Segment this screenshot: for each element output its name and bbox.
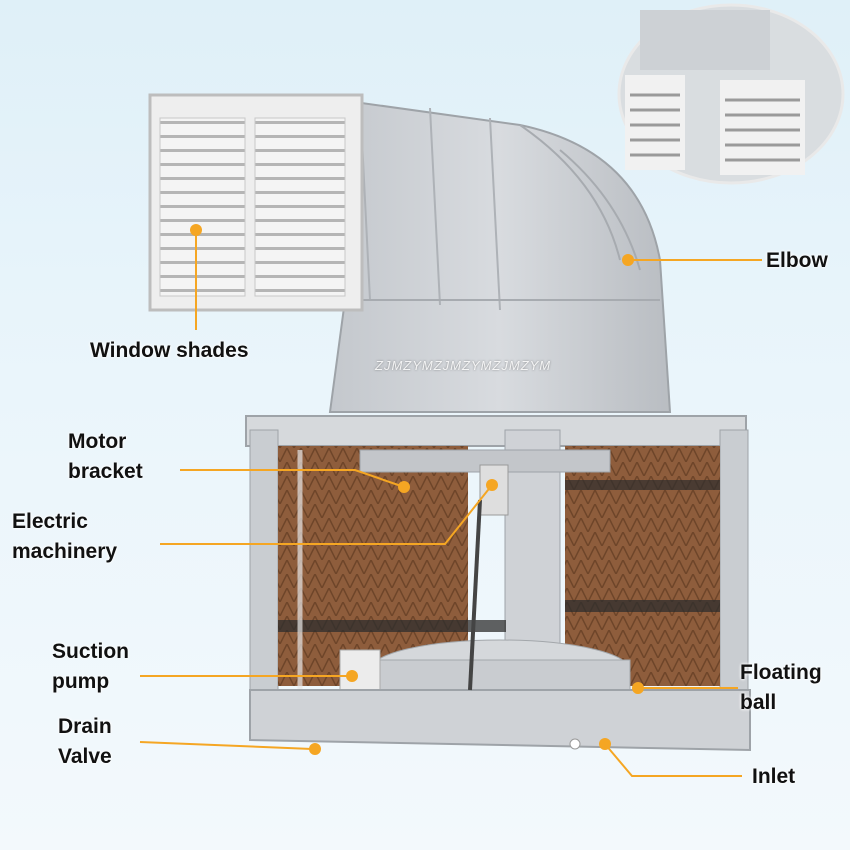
label-drain-valve: Drain Valve [58,715,112,768]
inset-detail [617,3,845,185]
label-inlet: Inlet [752,765,796,788]
callout-dot-elbow [622,254,634,266]
window-shades-grille [148,93,364,312]
callout-line-inlet [604,743,742,777]
elbow-duct [328,98,672,413]
label-motor-bracket: Motor bracket [68,430,143,483]
callout-line-motor-bracket [180,469,405,488]
callout-dot-suction-pump [346,670,358,682]
watermark-text: ZJMZYMZJMZYMZJMZYM [375,358,552,373]
label-floating-ball: Floating ball [740,661,822,714]
callout-dot-floating-ball [632,682,644,694]
callout-lines [139,230,762,777]
callout-dot-inlet [599,738,611,750]
callout-dot-motor-bracket [398,481,410,493]
cooler-cabinet [245,415,751,752]
label-window-shades: Window shades [90,339,249,362]
callout-dot-drain-valve [309,743,321,755]
callout-line-electric-machinery [160,484,493,545]
callout-dots [190,224,644,755]
callout-dot-window-shades [190,224,202,236]
callout-line-drain-valve [139,741,313,750]
callout-dot-electric-machinery [486,479,498,491]
label-elbow: Elbow [766,249,828,272]
label-electric-machinery: Electric machinery [12,510,118,563]
label-suction-pump: Suction pump [52,640,129,693]
